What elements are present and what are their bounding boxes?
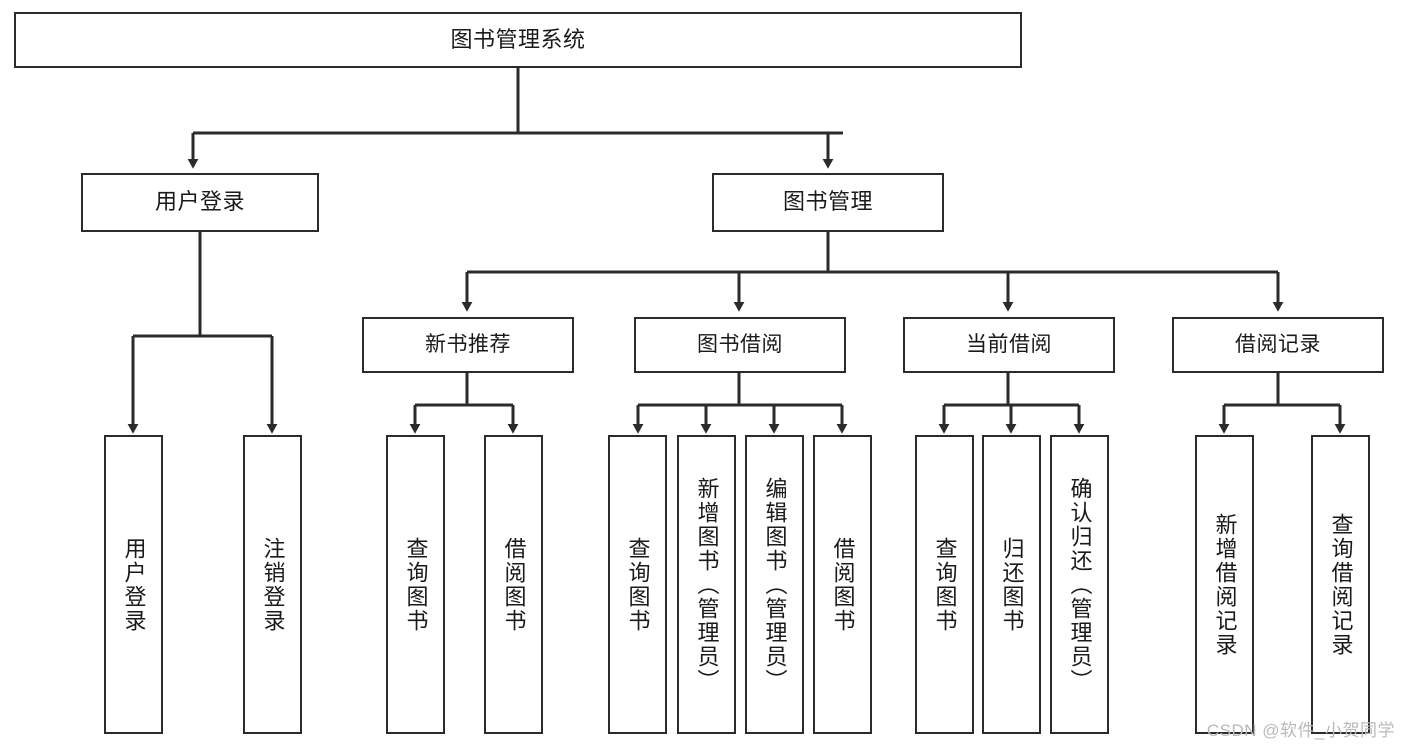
- node-borrow-record[interactable]: 借阅记录: [1172, 317, 1384, 373]
- node-label: 图书借阅: [697, 332, 783, 356]
- leaf-return-book[interactable]: 归还图书: [982, 435, 1041, 734]
- node-root-system[interactable]: 图书管理系统: [14, 12, 1022, 68]
- leaf-query-book-1[interactable]: 查询图书: [386, 435, 445, 734]
- watermark-text: CSDN @软件_小贺同学: [1206, 721, 1395, 740]
- edge-borrowrecord-to-leaves: [1218, 373, 1346, 434]
- node-label: 归还图书: [999, 536, 1025, 633]
- leaf-add-record[interactable]: 新增借阅记录: [1195, 435, 1254, 734]
- leaf-confirm-return[interactable]: 确认归还（管理员）: [1050, 435, 1109, 734]
- node-label: 查询借阅记录: [1328, 512, 1354, 657]
- leaf-query-record[interactable]: 查询借阅记录: [1311, 435, 1370, 734]
- node-label: 借阅图书: [830, 536, 856, 633]
- node-label: 查询图书: [403, 536, 429, 633]
- edge-bookmgmt-to-level3: [461, 232, 1284, 312]
- node-label: 确认归还（管理员）: [1067, 476, 1093, 693]
- edge-userlogin-to-leaves: [127, 232, 278, 434]
- leaf-borrow-book-2[interactable]: 借阅图书: [813, 435, 872, 734]
- edge-bookborrow-to-leaves: [632, 373, 848, 434]
- leaf-user-login[interactable]: 用户登录: [104, 435, 163, 734]
- node-label: 借阅记录: [1235, 332, 1321, 356]
- node-new-book-recommend[interactable]: 新书推荐: [362, 317, 574, 373]
- node-label: 新增图书（管理员）: [694, 476, 720, 693]
- leaf-query-book-3[interactable]: 查询图书: [915, 435, 974, 734]
- edge-newbook-to-leaves: [409, 373, 519, 434]
- node-label: 图书管理: [782, 189, 873, 215]
- node-label: 注销登录: [260, 536, 286, 633]
- node-label: 图书管理系统: [450, 26, 586, 52]
- node-user-login[interactable]: 用户登录: [81, 173, 319, 232]
- node-current-borrow[interactable]: 当前借阅: [903, 317, 1115, 373]
- node-label: 新书推荐: [425, 332, 511, 356]
- node-book-borrow[interactable]: 图书借阅: [634, 317, 846, 373]
- node-label: 当前借阅: [966, 332, 1052, 356]
- leaf-add-book[interactable]: 新增图书（管理员）: [677, 435, 736, 734]
- leaf-borrow-book-1[interactable]: 借阅图书: [484, 435, 543, 734]
- leaf-edit-book[interactable]: 编辑图书（管理员）: [745, 435, 804, 734]
- edge-currentborrow-to-leaves: [938, 373, 1085, 434]
- node-label: 新增借阅记录: [1212, 512, 1238, 657]
- edge-root-to-level2: [187, 68, 843, 169]
- node-label: 用户登录: [154, 189, 245, 215]
- node-label: 借阅图书: [501, 536, 527, 633]
- node-label: 查询图书: [625, 536, 651, 633]
- node-book-management[interactable]: 图书管理: [712, 173, 944, 232]
- node-label: 查询图书: [932, 536, 958, 633]
- leaf-query-book-2[interactable]: 查询图书: [608, 435, 667, 734]
- leaf-logout[interactable]: 注销登录: [243, 435, 302, 734]
- node-label: 编辑图书（管理员）: [762, 476, 788, 693]
- node-label: 用户登录: [121, 536, 147, 633]
